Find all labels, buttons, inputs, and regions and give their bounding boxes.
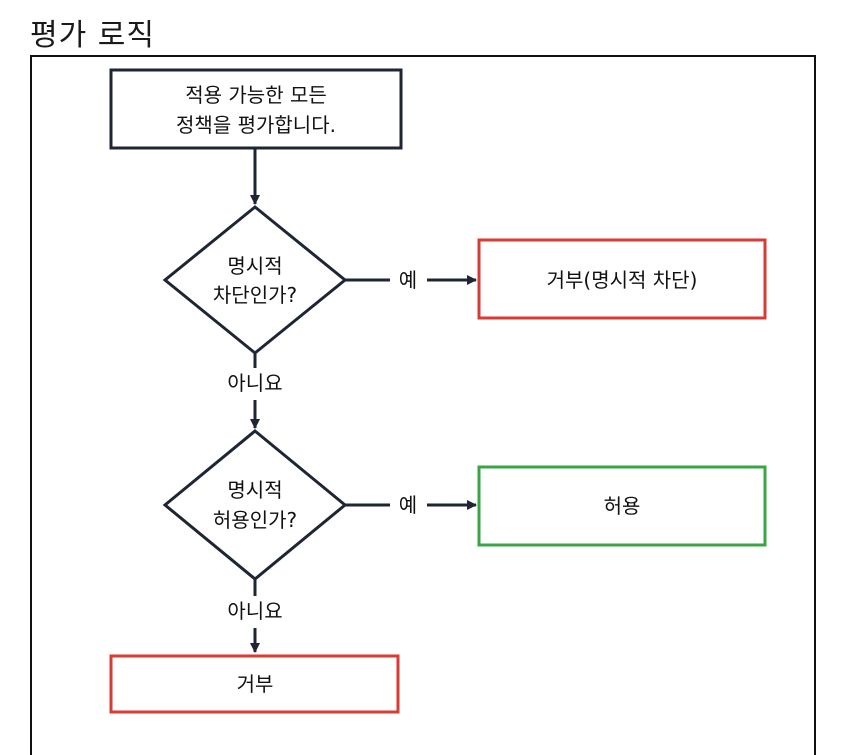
decision-explicit-deny: 명시적 차단인가? [162,205,348,355]
decision-explicit-allow-line1: 명시적 [227,478,282,502]
decision-explicit-allow: 명시적 허용인가? [162,429,348,581]
edge-allow-no-label: 아니요 [227,599,282,623]
decision-explicit-deny-line2: 차단인가? [213,283,297,307]
edge-deny-no-label: 아니요 [227,371,282,395]
edge-deny-yes-label: 예 [399,268,417,292]
result-deny-explicit-label: 거부(명시적 차단) [547,268,698,292]
start-node: 적용 가능한 모든 정책을 평가합니다. [109,68,403,150]
result-deny-explicit: 거부(명시적 차단) [477,238,767,320]
start-node-line2: 정책을 평가합니다. [176,113,336,137]
flowchart: 적용 가능한 모든 정책을 평가합니다. 명시적 차단인가? 예 거부(명시적 … [109,68,767,714]
diagram-frame [30,55,816,755]
page-title: 평가 로직 [30,18,155,53]
decision-explicit-deny-line1: 명시적 [227,254,282,278]
result-allow-label: 허용 [604,494,641,518]
result-deny-default-label: 거부 [237,672,274,696]
result-allow: 허용 [477,465,767,547]
result-deny-default: 거부 [109,654,400,714]
start-node-line1: 적용 가능한 모든 [185,83,327,107]
decision-explicit-allow-line2: 허용인가? [213,508,297,532]
edge-allow-yes-label: 예 [399,493,417,517]
